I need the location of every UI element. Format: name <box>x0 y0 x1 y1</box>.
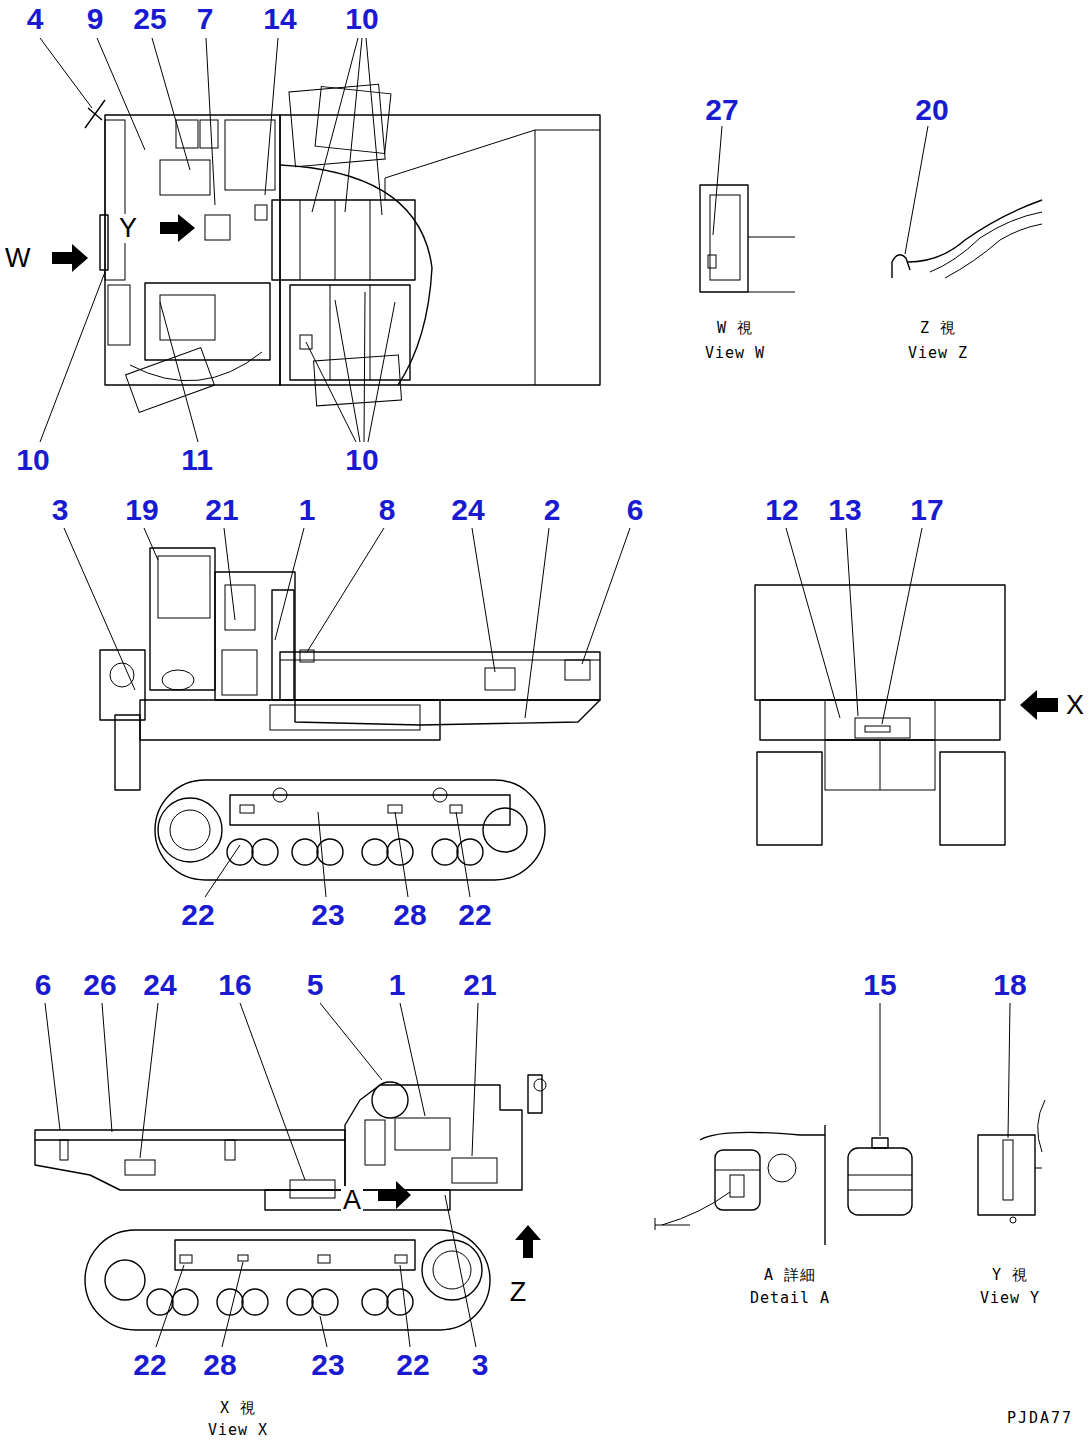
callout-number: 11 <box>179 444 215 476</box>
side-view <box>64 528 630 897</box>
callout-number: 24 <box>141 969 178 1001</box>
callout-number: 8 <box>377 494 398 526</box>
callout-number: 21 <box>461 969 498 1001</box>
view-caption: A 詳細 <box>762 1267 818 1284</box>
callout-number: 22 <box>394 1349 431 1381</box>
top-view <box>40 38 600 442</box>
callout-number: 1 <box>297 494 318 526</box>
callout-number: 28 <box>201 1349 238 1381</box>
callout-number: 9 <box>85 3 106 35</box>
view-caption: X 視 <box>218 1400 258 1417</box>
view-caption: Z 視 <box>918 320 958 337</box>
view-letter: A <box>341 1186 363 1215</box>
rear-view <box>755 528 1058 845</box>
callout-number: 3 <box>470 1349 491 1381</box>
detail-a <box>655 1003 912 1245</box>
view-letter: Z <box>508 1278 529 1307</box>
view-x <box>35 1003 546 1347</box>
view-letter: X <box>1064 691 1086 720</box>
callout-number: 21 <box>203 494 240 526</box>
callout-number: 23 <box>309 899 346 931</box>
view-y <box>978 1003 1045 1223</box>
callout-number: 24 <box>449 494 486 526</box>
callout-number: 6 <box>33 969 54 1001</box>
callout-number: 1 <box>387 969 408 1001</box>
callout-number: 22 <box>131 1349 168 1381</box>
callout-number: 23 <box>309 1349 346 1381</box>
callout-number: 12 <box>763 494 800 526</box>
callout-number: 2 <box>542 494 563 526</box>
view-caption: View Z <box>906 345 970 362</box>
view-letter: W <box>3 244 32 273</box>
callout-number: 22 <box>456 899 493 931</box>
callout-number: 4 <box>25 3 46 35</box>
callout-number: 22 <box>179 899 216 931</box>
view-caption: View W <box>703 345 767 362</box>
callout-number: 16 <box>216 969 253 1001</box>
callout-number: 19 <box>123 494 160 526</box>
view-z <box>892 126 1042 278</box>
view-caption: View X <box>206 1422 270 1439</box>
callout-number: 7 <box>195 3 216 35</box>
callout-number: 6 <box>625 494 646 526</box>
callout-number: 26 <box>81 969 118 1001</box>
callout-number: 28 <box>391 899 428 931</box>
callout-number: 14 <box>261 3 298 35</box>
callout-number: 27 <box>703 94 740 126</box>
callout-number: 10 <box>343 444 380 476</box>
view-caption: Detail A <box>748 1290 832 1307</box>
callout-number: 5 <box>305 969 326 1001</box>
view-w <box>700 126 795 292</box>
view-caption: W 視 <box>715 320 755 337</box>
view-letter: Y <box>117 214 139 243</box>
callout-number: 15 <box>861 969 898 1001</box>
callout-number: 17 <box>908 494 945 526</box>
callout-number: 3 <box>50 494 71 526</box>
callout-number: 13 <box>826 494 863 526</box>
view-caption: Y 視 <box>990 1267 1030 1284</box>
callout-number: 10 <box>14 444 51 476</box>
view-caption: View Y <box>978 1290 1042 1307</box>
callout-number: 18 <box>991 969 1028 1001</box>
callout-number: 10 <box>343 3 380 35</box>
callout-number: 20 <box>913 94 950 126</box>
callout-number: 25 <box>131 3 168 35</box>
drawing-code: PJDA77 <box>1005 1410 1075 1427</box>
